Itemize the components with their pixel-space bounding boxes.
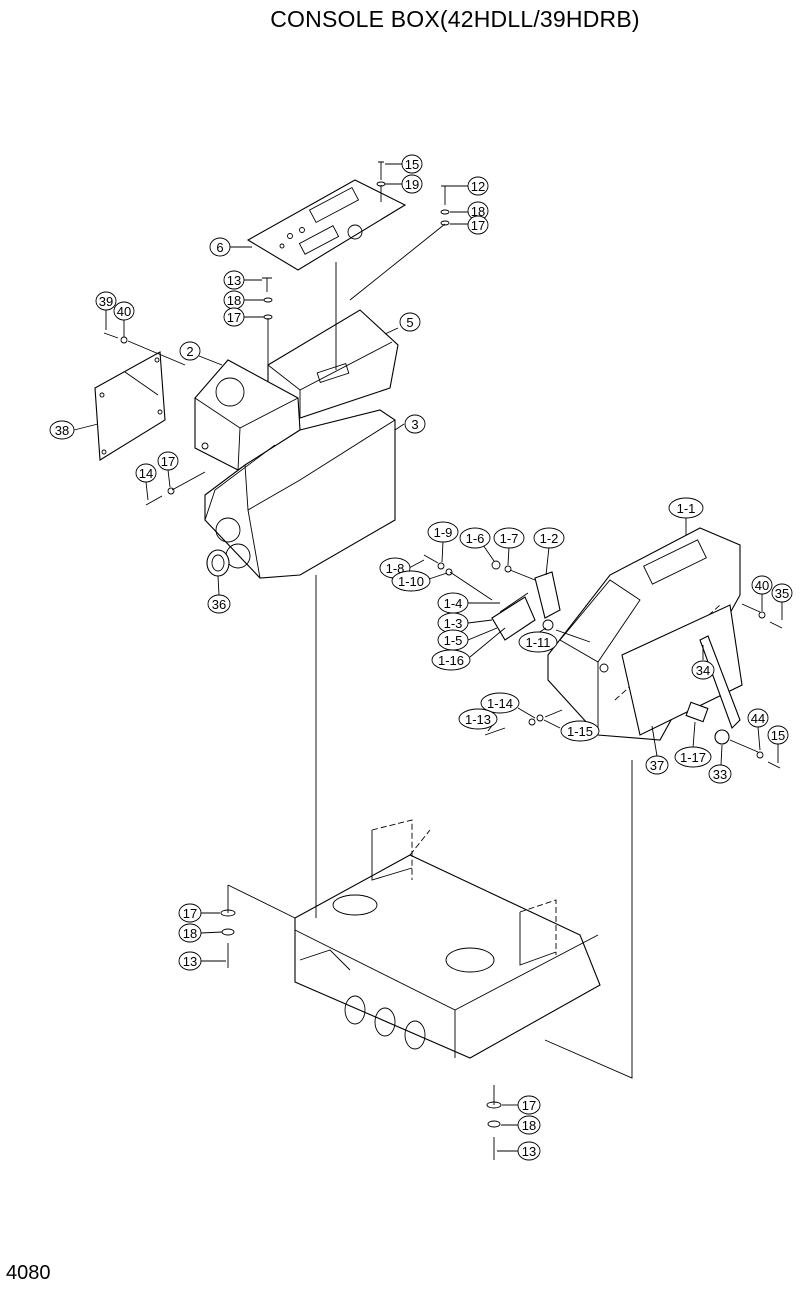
callout-40: 40 (117, 304, 131, 319)
callout-18: 18 (183, 926, 197, 941)
callout-35: 35 (775, 586, 789, 601)
callout-2: 2 (186, 344, 193, 359)
callout-1-7: 1-7 (500, 531, 519, 546)
assembly-lines (127, 185, 761, 1105)
callout-1-8: 1-8 (386, 561, 405, 576)
callout-15: 15 (771, 728, 785, 743)
callout-1-1: 1-1 (677, 501, 696, 516)
callout-1-13: 1-13 (465, 712, 491, 727)
side-cover-part-38 (94, 351, 166, 461)
callout-18: 18 (227, 293, 241, 308)
callout-12: 12 (471, 179, 485, 194)
callout-5: 5 (406, 315, 413, 330)
callout-1-2: 1-2 (540, 531, 559, 546)
callout-3: 3 (411, 417, 418, 432)
callout-17: 17 (522, 1098, 536, 1113)
callout-13: 13 (183, 954, 197, 969)
callout-1-14: 1-14 (487, 696, 513, 711)
callout-18: 18 (522, 1118, 536, 1133)
callout-1-17: 1-17 (680, 750, 706, 765)
base-frame (294, 819, 601, 1059)
callout-6: 6 (216, 240, 223, 255)
callouts: 15 19 12 18 17 6 13 18 17 5 (49, 154, 793, 1161)
callout-1-4: 1-4 (444, 596, 463, 611)
callout-17: 17 (161, 454, 175, 469)
callout-1-11: 1-11 (525, 635, 550, 650)
callout-17: 17 (227, 310, 241, 325)
callout-13: 13 (227, 273, 241, 288)
callout-40: 40 (755, 578, 769, 593)
page-title: CONSOLE BOX(42HDLL/39HDRB) (270, 6, 640, 32)
callout-19: 19 (405, 177, 419, 192)
page-number: 4080 (6, 1262, 51, 1284)
callout-44: 44 (751, 711, 765, 726)
callout-38: 38 (55, 423, 69, 438)
grommet-part-36 (206, 549, 230, 577)
callout-18: 18 (471, 204, 485, 219)
callout-15: 15 (405, 157, 419, 172)
callout-1-10: 1-10 (398, 574, 424, 589)
callout-1-15: 1-15 (567, 724, 593, 739)
callout-33: 33 (713, 767, 727, 782)
callout-1-6: 1-6 (466, 531, 485, 546)
callout-34: 34 (696, 663, 710, 678)
cover-plate-part-6 (246, 179, 407, 271)
callout-14: 14 (139, 466, 153, 481)
callout-1-9: 1-9 (434, 525, 453, 540)
callout-17: 17 (183, 906, 197, 921)
callout-36: 36 (212, 597, 226, 612)
console-box-part-3 (204, 409, 396, 579)
callout-13: 13 (522, 1144, 536, 1159)
bracket-part-1-2 (491, 571, 561, 641)
callout-1-16: 1-16 (438, 653, 464, 668)
callout-37: 37 (650, 758, 664, 773)
fasteners (103, 161, 783, 1160)
callout-17: 17 (471, 218, 485, 233)
callout-39: 39 (99, 294, 113, 309)
callout-1-5: 1-5 (444, 633, 463, 648)
callout-1-3: 1-3 (444, 616, 463, 631)
lever-part-33 (685, 635, 741, 745)
